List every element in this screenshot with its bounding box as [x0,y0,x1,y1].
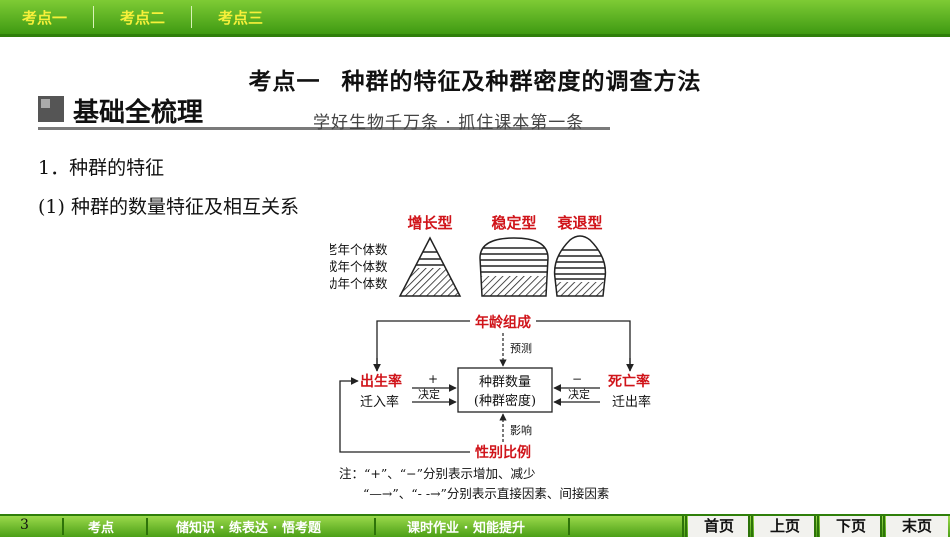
label-adult-count: 成年个体数 [330,259,388,274]
tab-topic-2[interactable]: 考点二 [120,8,166,27]
footer-divider [568,518,570,535]
label-stable-type: 稳定型 [491,214,536,232]
section-square-icon [38,96,64,122]
nav-next-page-button[interactable]: 下页 [814,516,882,537]
bottom-nav-bar: 3 考点 储知识 · 练表达 · 悟考题 课时作业 · 知能提升 首页 上页 下… [0,514,950,537]
label-age-structure: 年龄组成 [475,314,531,331]
tab-topic-1[interactable]: 考点一 [22,8,68,27]
label-predict: 预测 [510,342,532,355]
diagram-note: 注：“+”、“−”分别表示增加、减少 “—→”、“- -→”分别表示直接因素、间… [339,464,609,504]
nav-first-page-button[interactable]: 首页 [682,516,750,537]
sex-ratio-to-birth-connector [339,377,470,453]
section-label: 基础全梳理 [73,98,204,128]
label-birth-rate: 出生率 [360,373,402,390]
heading-1: 1．种群的特征 [38,157,165,179]
page-number: 3 [20,517,29,533]
label-influence: 影响 [510,424,532,437]
label-young-count: 幼年个体数 [330,276,388,291]
note-line-2: “—→”、“- -→”分别表示直接因素、间接因素 [363,486,610,501]
nav-last-page-button[interactable]: 末页 [880,516,948,537]
tab-divider [191,6,193,28]
footer-link-knowledge[interactable]: 储知识 · 练表达 · 悟考题 [176,521,321,536]
growth-pyramid-icon [398,236,462,297]
footer-link-homework[interactable]: 课时作业 · 知能提升 [407,521,525,536]
label-emigration-rate: 迁出率 [612,394,651,410]
label-old-count: 老年个体数 [330,242,388,257]
label-growth-type: 增长型 [407,214,452,232]
heading-2: (1) 种群的数量特征及相互关系 [38,196,299,218]
title-text: 种群的特征及种群密度的调查方法 [341,68,702,95]
label-population-size: 种群数量 [479,375,531,390]
note-line-1: 注：“+”、“−”分别表示增加、减少 [339,466,536,481]
label-death-rate: 死亡率 [607,373,650,390]
label-sex-ratio: 性别比例 [475,444,531,461]
footer-divider [374,518,376,535]
title-topic: 考点一 [248,68,321,95]
section-rule [38,127,610,130]
top-tabs: 考点一 考点二 考点三 [0,0,289,34]
top-nav-bar: 考点一 考点二 考点三 [0,0,950,37]
label-immigration-rate: 迁入率 [360,394,399,410]
footer-link-topic[interactable]: 考点 [88,521,115,536]
label-decide-right: 决定 [568,387,590,401]
label-minus: − [572,372,582,386]
stable-bell-icon [479,237,549,297]
label-population-density: (种群密度) [474,393,536,409]
decline-urn-icon [553,235,607,297]
section-slogan: 学好生物千万条 · 抓住课本第一条 [313,113,585,133]
footer-divider [62,518,64,535]
tab-divider [93,6,95,28]
population-feature-diagram: 增长型 稳定型 衰退型 老年个体数 成年个体数 幼年个体数 [330,214,651,461]
page-title: 考点一 种群的特征及种群密度的调查方法 [0,62,950,96]
population-size-box [457,367,553,413]
label-plus: + [428,372,438,386]
tab-topic-3[interactable]: 考点三 [218,8,264,27]
nav-prev-page-button[interactable]: 上页 [748,516,816,537]
footer-divider [146,518,148,535]
label-decide-left: 决定 [418,387,440,401]
label-decline-type: 衰退型 [556,214,602,232]
